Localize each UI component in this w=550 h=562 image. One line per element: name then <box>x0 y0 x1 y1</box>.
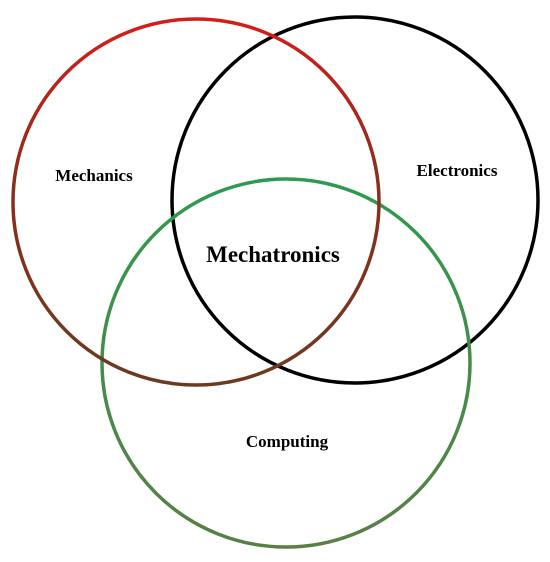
computing-label: Computing <box>246 432 329 451</box>
electronics-label: Electronics <box>417 161 498 180</box>
mechanics-circle <box>11 17 381 387</box>
mechanics-label: Mechanics <box>55 166 133 185</box>
mechatronics-label: Mechatronics <box>206 242 340 267</box>
electronics-circle <box>170 15 540 385</box>
computing-circle <box>100 177 472 549</box>
